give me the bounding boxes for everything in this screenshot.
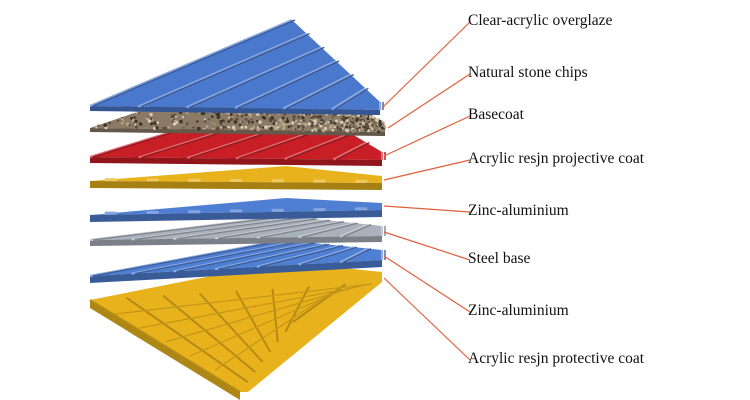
label-clear-acrylic-overglaze: Clear-acrylic overglaze (468, 12, 613, 29)
sheet-layer-6 (89, 214, 386, 246)
leader-line-2 (387, 73, 471, 129)
sheet-layer-4 (90, 166, 382, 190)
label-zinc-aluminium-bottom: Zinc-aluminium (468, 302, 569, 319)
leader-line-6 (383, 231, 471, 261)
sheet-layer-5 (90, 198, 382, 222)
label-natural-stone-chips: Natural stone chips (468, 64, 588, 81)
label-basecoat: Basecoat (468, 106, 524, 123)
leader-line-8 (383, 277, 471, 361)
label-steel-base: Steel base (468, 250, 531, 267)
leader-line-3 (383, 115, 471, 157)
leader-line-4 (383, 159, 471, 181)
sheet-layer-8 (89, 262, 382, 400)
sheet-layer-7 (89, 238, 386, 283)
leader-line-7 (383, 255, 471, 313)
label-zinc-aluminium-top: Zinc-aluminium (468, 202, 569, 219)
sheet-layer-1 (89, 18, 384, 115)
label-acrylic-protective-coat: Acrylic resjn protective coat (468, 350, 645, 367)
leader-line-1 (381, 21, 471, 109)
label-acrylic-projective-coat: Acrylic resjn projective coat (468, 150, 645, 167)
leader-line-5 (383, 205, 471, 213)
